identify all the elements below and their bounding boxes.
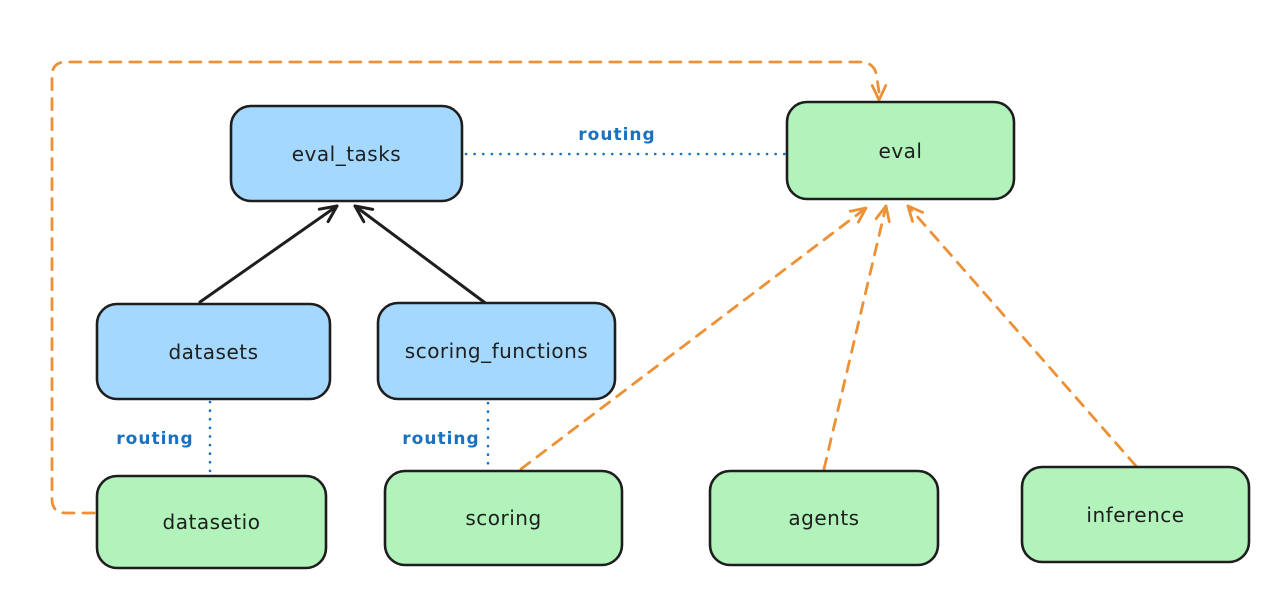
arrowhead-datasets-evaltasks: [317, 204, 339, 224]
edge-agents-eval: [822, 204, 891, 471]
node-scoring-box: [383, 469, 624, 567]
edge-datasetio-eval-path: [50, 60, 881, 515]
edge-scoringfunctions-evaltasks: [353, 204, 490, 307]
edge-scoringfunctions-scoring: routing: [402, 401, 490, 470]
arrowhead-agents-eval: [874, 204, 891, 224]
node-datasets-label: datasets: [168, 340, 258, 364]
node-eval-tasks-label: eval_tasks: [292, 142, 401, 166]
node-agents-label: agents: [788, 506, 859, 530]
node-scoring-functions-label: scoring_functions: [405, 339, 588, 363]
edge-datasets-datasetio: routing: [116, 400, 212, 475]
node-inference-box: [1020, 465, 1251, 564]
edge-inference-eval: [906, 204, 1138, 468]
node-agents: agents: [708, 469, 940, 567]
node-eval-tasks-box: [229, 104, 464, 203]
edge-scoring-eval: [519, 206, 868, 471]
arrowhead-datasetio-eval: [870, 84, 888, 102]
node-scoring: scoring: [383, 469, 624, 567]
node-datasets-box: [95, 302, 332, 401]
edge-datasets-evaltasks-path: [198, 204, 339, 304]
node-agents-box: [708, 469, 940, 567]
node-datasets: datasets: [95, 302, 332, 401]
routing-label-middle: routing: [402, 429, 479, 449]
node-inference: inference: [1020, 465, 1251, 564]
routing-label-top: routing: [578, 125, 655, 145]
node-eval: eval: [785, 100, 1016, 201]
arrowhead-inference-eval: [906, 204, 924, 223]
node-datasetio-label: datasetio: [163, 510, 261, 534]
routing-label-left: routing: [116, 429, 193, 449]
node-eval-label: eval: [879, 139, 923, 163]
edge-scoring-eval-path: [519, 206, 868, 471]
node-scoring-functions-box: [376, 301, 617, 401]
edge-agents-eval-path: [822, 204, 888, 471]
node-inference-label: inference: [1086, 503, 1184, 527]
edge-datasetio-eval: [50, 60, 888, 515]
node-eval-tasks: eval_tasks: [229, 104, 464, 203]
node-datasetio-box: [95, 474, 328, 570]
arrowhead-scoringfunctions-evaltasks: [353, 204, 375, 224]
edge-evaltasks-eval: routing: [464, 125, 788, 156]
edge-scoringfunctions-evaltasks-path: [353, 204, 490, 307]
node-scoring-functions: scoring_functions: [376, 301, 617, 401]
edge-inference-eval-path: [906, 204, 1138, 468]
arrowhead-scoring-eval: [848, 206, 868, 224]
edge-datasets-evaltasks: [198, 204, 339, 304]
node-scoring-label: scoring: [465, 506, 541, 530]
node-eval-box: [785, 100, 1016, 201]
node-datasetio: datasetio: [95, 474, 328, 570]
